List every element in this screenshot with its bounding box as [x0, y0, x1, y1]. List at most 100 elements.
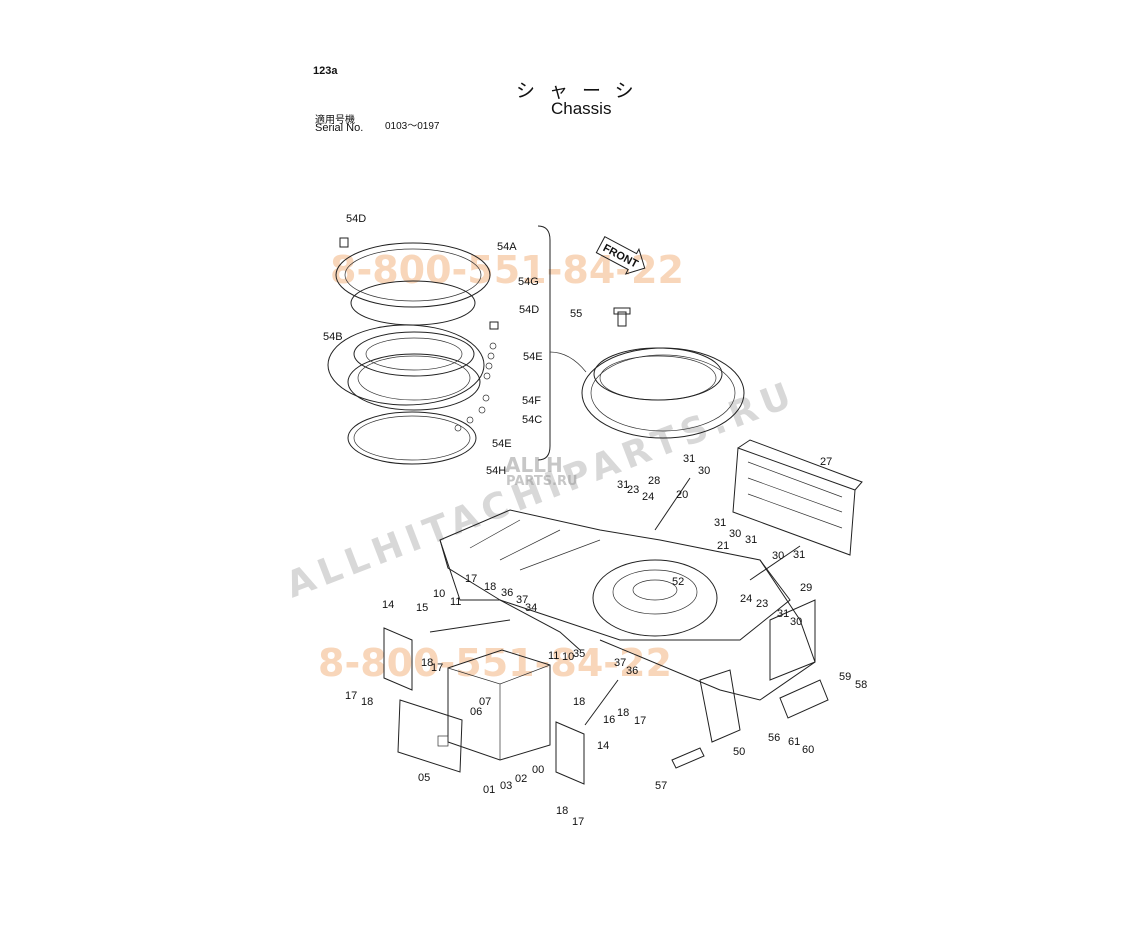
- callout: 54B: [323, 331, 343, 343]
- title-english: Chassis: [551, 99, 612, 118]
- watermark-logo: ALLH PARTS.RU: [505, 453, 578, 489]
- svg-text:PARTS.RU: PARTS.RU: [506, 474, 578, 489]
- swing-bearing-assembly: [327, 237, 499, 465]
- link-rod-20: [654, 477, 691, 531]
- callout: 56: [768, 732, 780, 744]
- plate-56: [779, 679, 829, 719]
- callout: 54E: [492, 438, 512, 450]
- bearing-inner-ring-54b: [347, 353, 481, 411]
- callout: 31: [793, 549, 805, 561]
- link-rod-15: [429, 619, 511, 633]
- svg-text:ALLH: ALLH: [505, 453, 563, 477]
- callout: 11: [548, 650, 559, 662]
- rear-bracket-27: [732, 439, 863, 556]
- callout: 37: [614, 657, 626, 669]
- callout: 54H: [486, 465, 506, 477]
- callout: 05: [418, 772, 430, 784]
- title-japanese: シャーシ: [516, 80, 648, 102]
- bracket-14-right: [555, 721, 585, 785]
- callout: 00: [532, 764, 544, 776]
- callout: 24: [642, 491, 654, 503]
- swing-ring-gear: [581, 307, 745, 439]
- callout: 54D: [346, 213, 366, 225]
- bearing-outer-ring-54a: [335, 242, 491, 308]
- serial-range: 0103～0197: [385, 121, 440, 132]
- callout: 30: [790, 616, 802, 628]
- serial-label: Serial No.: [315, 122, 364, 134]
- callout: 36: [626, 665, 638, 677]
- callout: 18: [556, 805, 568, 817]
- callout: 20: [676, 489, 688, 501]
- callout: 30: [772, 550, 784, 562]
- plate-57: [671, 747, 705, 769]
- bracket-14-left: [383, 627, 413, 691]
- callout: 54F: [522, 395, 541, 407]
- callout: 07: [479, 696, 491, 708]
- callout: 50: [733, 746, 745, 758]
- callout: 18: [484, 581, 496, 593]
- callout: 59: [839, 671, 851, 683]
- watermark-phone-bottom: 8-800-551-84-22: [318, 641, 672, 685]
- link-rod-29: [749, 545, 801, 581]
- applicable-label-japanese: 適用号機: [315, 115, 355, 126]
- callout: 18: [421, 657, 433, 669]
- page-number: 123a: [313, 65, 338, 77]
- callout: 58: [855, 679, 867, 691]
- callout: 17: [345, 690, 357, 702]
- callout: 31: [745, 534, 757, 546]
- callout: 21: [717, 540, 729, 552]
- callout: 54G: [518, 276, 539, 288]
- callout: 03: [500, 780, 512, 792]
- callout: 29: [800, 582, 812, 594]
- callout: 15: [416, 602, 428, 614]
- callout: 02: [515, 773, 527, 785]
- callout: 61: [788, 736, 800, 748]
- callout: 06: [470, 706, 482, 718]
- callout: 17: [431, 662, 443, 674]
- swing-circle-52: [592, 559, 718, 637]
- callout: 31: [714, 517, 726, 529]
- bracket-leader: [549, 351, 587, 373]
- frame-side-plate-50: [699, 669, 741, 743]
- main-frame: [439, 509, 816, 743]
- callout: 57: [655, 780, 667, 792]
- callout: 30: [729, 528, 741, 540]
- callout: 24: [740, 593, 752, 605]
- callout: 52: [672, 576, 684, 588]
- callout: 16: [603, 714, 615, 726]
- callout: 34: [525, 602, 537, 614]
- callout: 14: [597, 740, 609, 752]
- link-rod-16: [584, 679, 619, 726]
- group-bracket: [537, 225, 551, 461]
- bolt-54d-top: [339, 237, 349, 248]
- callout: 23: [627, 484, 639, 496]
- watermark-site: ALLHITACHIPARTS.RU: [281, 374, 803, 607]
- callout: 31: [777, 608, 789, 620]
- callout: 23: [756, 598, 768, 610]
- callout: 35: [573, 648, 585, 660]
- callout: 37: [516, 594, 528, 606]
- watermark-phone-top: 8-800-551-84-22: [330, 248, 684, 292]
- callout: 01: [483, 784, 495, 796]
- callout: 54E: [523, 351, 543, 363]
- bolt-54d-side: [489, 321, 499, 330]
- callout: 27: [820, 456, 832, 468]
- callout: 30: [698, 465, 710, 477]
- plate-05: [397, 699, 463, 773]
- callout: 18: [617, 707, 629, 719]
- callout: 10: [433, 588, 445, 600]
- seal-54h: [347, 411, 477, 465]
- callout: 28: [648, 475, 660, 487]
- callout: 31: [617, 479, 629, 491]
- callout: 36: [501, 587, 513, 599]
- callout: 10: [562, 651, 574, 663]
- callout: 55: [570, 308, 582, 320]
- callout: 54D: [519, 304, 539, 316]
- callout: 54A: [497, 241, 517, 253]
- callout: 17: [634, 715, 646, 727]
- callout: 17: [572, 816, 584, 828]
- callout: 17: [465, 573, 477, 585]
- callout: 11: [450, 596, 461, 608]
- callout: 14: [382, 599, 394, 611]
